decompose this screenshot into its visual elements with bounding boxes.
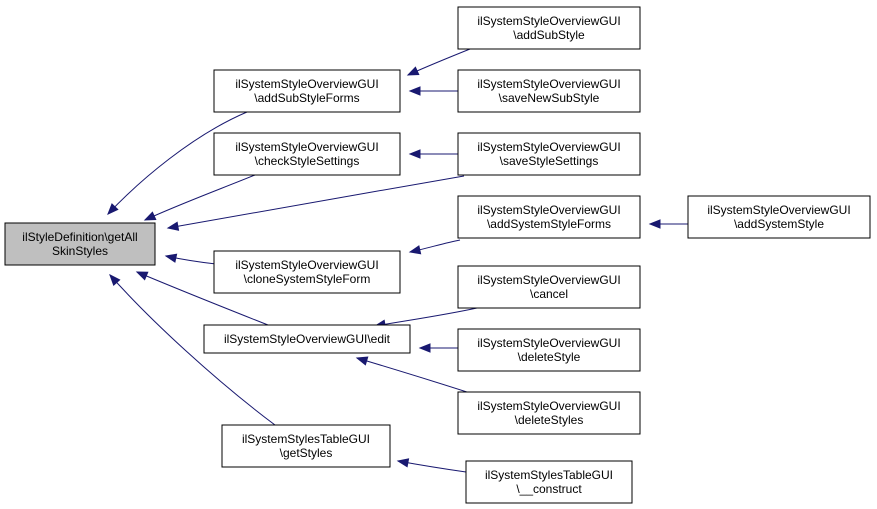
node-addSubStyleForms-label-line-2: \addSubStyleForms	[254, 91, 359, 105]
node-deleteStyle-label-line-2: \deleteStyle	[518, 350, 581, 364]
node-root-label-line-1: ilStyleDefinition\getAll	[22, 230, 137, 244]
node-addSubStyle-label-line-2: \addSubStyle	[513, 28, 585, 42]
node-checkStyleSettings-label-line-1: ilSystemStyleOverviewGUI	[235, 140, 378, 154]
node-getStyles[interactable]: ilSystemStylesTableGUI\getStyles	[221, 424, 391, 468]
node-edit-label-line-1: ilSystemStyleOverviewGUI\edit	[224, 332, 391, 346]
node-cloneSystemStyleForm-label-line-1: ilSystemStyleOverviewGUI	[235, 258, 378, 272]
node-cancel[interactable]: ilSystemStyleOverviewGUI\cancel	[457, 265, 641, 309]
node-construct[interactable]: ilSystemStylesTableGUI\__construct	[465, 460, 633, 504]
node-checkStyleSettings-label-line-2: \checkStyleSettings	[255, 154, 360, 168]
edge-saveStyleSettings-to-checkStyleSettings	[408, 149, 459, 159]
node-saveNewSubStyle-label-line-1: ilSystemStyleOverviewGUI	[477, 77, 620, 91]
node-addSubStyleForms-label-line-1: ilSystemStyleOverviewGUI	[235, 77, 378, 91]
node-saveStyleSettings[interactable]: ilSystemStyleOverviewGUI\saveStyleSettin…	[457, 132, 641, 176]
node-cloneSystemStyleForm-label-line-2: \cloneSystemStyleForm	[244, 272, 371, 286]
node-checkStyleSettings[interactable]: ilSystemStyleOverviewGUI\checkStyleSetti…	[213, 132, 401, 176]
node-addSubStyle-label-line-1: ilSystemStyleOverviewGUI	[477, 14, 620, 28]
node-addSystemStyle-label-line-1: ilSystemStyleOverviewGUI	[707, 203, 850, 217]
node-addSubStyle[interactable]: ilSystemStyleOverviewGUI\addSubStyle	[457, 6, 641, 50]
node-construct-label-line-2: \__construct	[516, 482, 582, 496]
node-saveNewSubStyle-label-line-2: \saveNewSubStyle	[499, 91, 600, 105]
node-addSystemStyle[interactable]: ilSystemStyleOverviewGUI\addSystemStyle	[687, 195, 871, 239]
edge-saveStyleSettings-to-root	[166, 175, 465, 231]
node-saveStyleSettings-label-line-2: \saveStyleSettings	[500, 154, 599, 168]
edge-saveNewSubStyle-to-addSubStyleForms	[408, 86, 458, 96]
node-construct-label-line-1: ilSystemStylesTableGUI	[485, 468, 613, 482]
edge-construct-to-getStyles	[396, 458, 467, 473]
node-deleteStyles[interactable]: ilSystemStyleOverviewGUI\deleteStyles	[457, 391, 641, 435]
node-getStyles-label-line-2: \getStyles	[280, 446, 333, 460]
node-addSystemStyleForms[interactable]: ilSystemStyleOverviewGUI\addSystemStyleF…	[457, 195, 641, 239]
node-root-label-line-2: SkinStyles	[52, 244, 108, 258]
node-deleteStyle[interactable]: ilSystemStyleOverviewGUI\deleteStyle	[457, 328, 641, 372]
edge-addSystemStyleForms-to-cloneSystemStyleForm	[408, 239, 461, 255]
node-cancel-label-line-1: ilSystemStyleOverviewGUI	[477, 273, 620, 287]
node-saveStyleSettings-label-line-1: ilSystemStyleOverviewGUI	[477, 140, 620, 154]
node-deleteStyle-label-line-1: ilSystemStyleOverviewGUI	[477, 336, 620, 350]
edges-layer	[107, 46, 688, 473]
node-getStyles-label-line-1: ilSystemStylesTableGUI	[242, 432, 370, 446]
edge-addSubStyleForms-to-root	[107, 111, 248, 215]
edge-addSystemStyle-to-addSystemStyleForms	[648, 219, 688, 229]
node-saveNewSubStyle[interactable]: ilSystemStyleOverviewGUI\saveNewSubStyle	[457, 69, 641, 113]
node-cancel-label-line-2: \cancel	[530, 287, 568, 301]
node-deleteStyles-label-line-2: \deleteStyles	[515, 413, 584, 427]
node-addSystemStyle-label-line-2: \addSystemStyle	[734, 217, 824, 231]
node-edit[interactable]: ilSystemStyleOverviewGUI\edit	[203, 324, 411, 354]
edge-getStyles-to-root	[109, 273, 276, 426]
edge-checkStyleSettings-to-root	[143, 174, 256, 221]
node-addSubStyleForms[interactable]: ilSystemStyleOverviewGUI\addSubStyleForm…	[213, 69, 401, 113]
node-addSystemStyleForms-label-line-2: \addSystemStyleForms	[487, 217, 611, 231]
edge-deleteStyle-to-edit	[418, 343, 458, 353]
node-deleteStyles-label-line-1: ilSystemStyleOverviewGUI	[477, 399, 620, 413]
edge-cloneSystemStyleForm-to-root	[164, 253, 217, 265]
node-addSystemStyleForms-label-line-1: ilSystemStyleOverviewGUI	[477, 203, 620, 217]
edge-deleteStyles-to-edit	[355, 356, 471, 394]
edge-edit-to-root	[135, 271, 269, 326]
node-cloneSystemStyleForm[interactable]: ilSystemStyleOverviewGUI\cloneSystemStyl…	[213, 250, 401, 294]
